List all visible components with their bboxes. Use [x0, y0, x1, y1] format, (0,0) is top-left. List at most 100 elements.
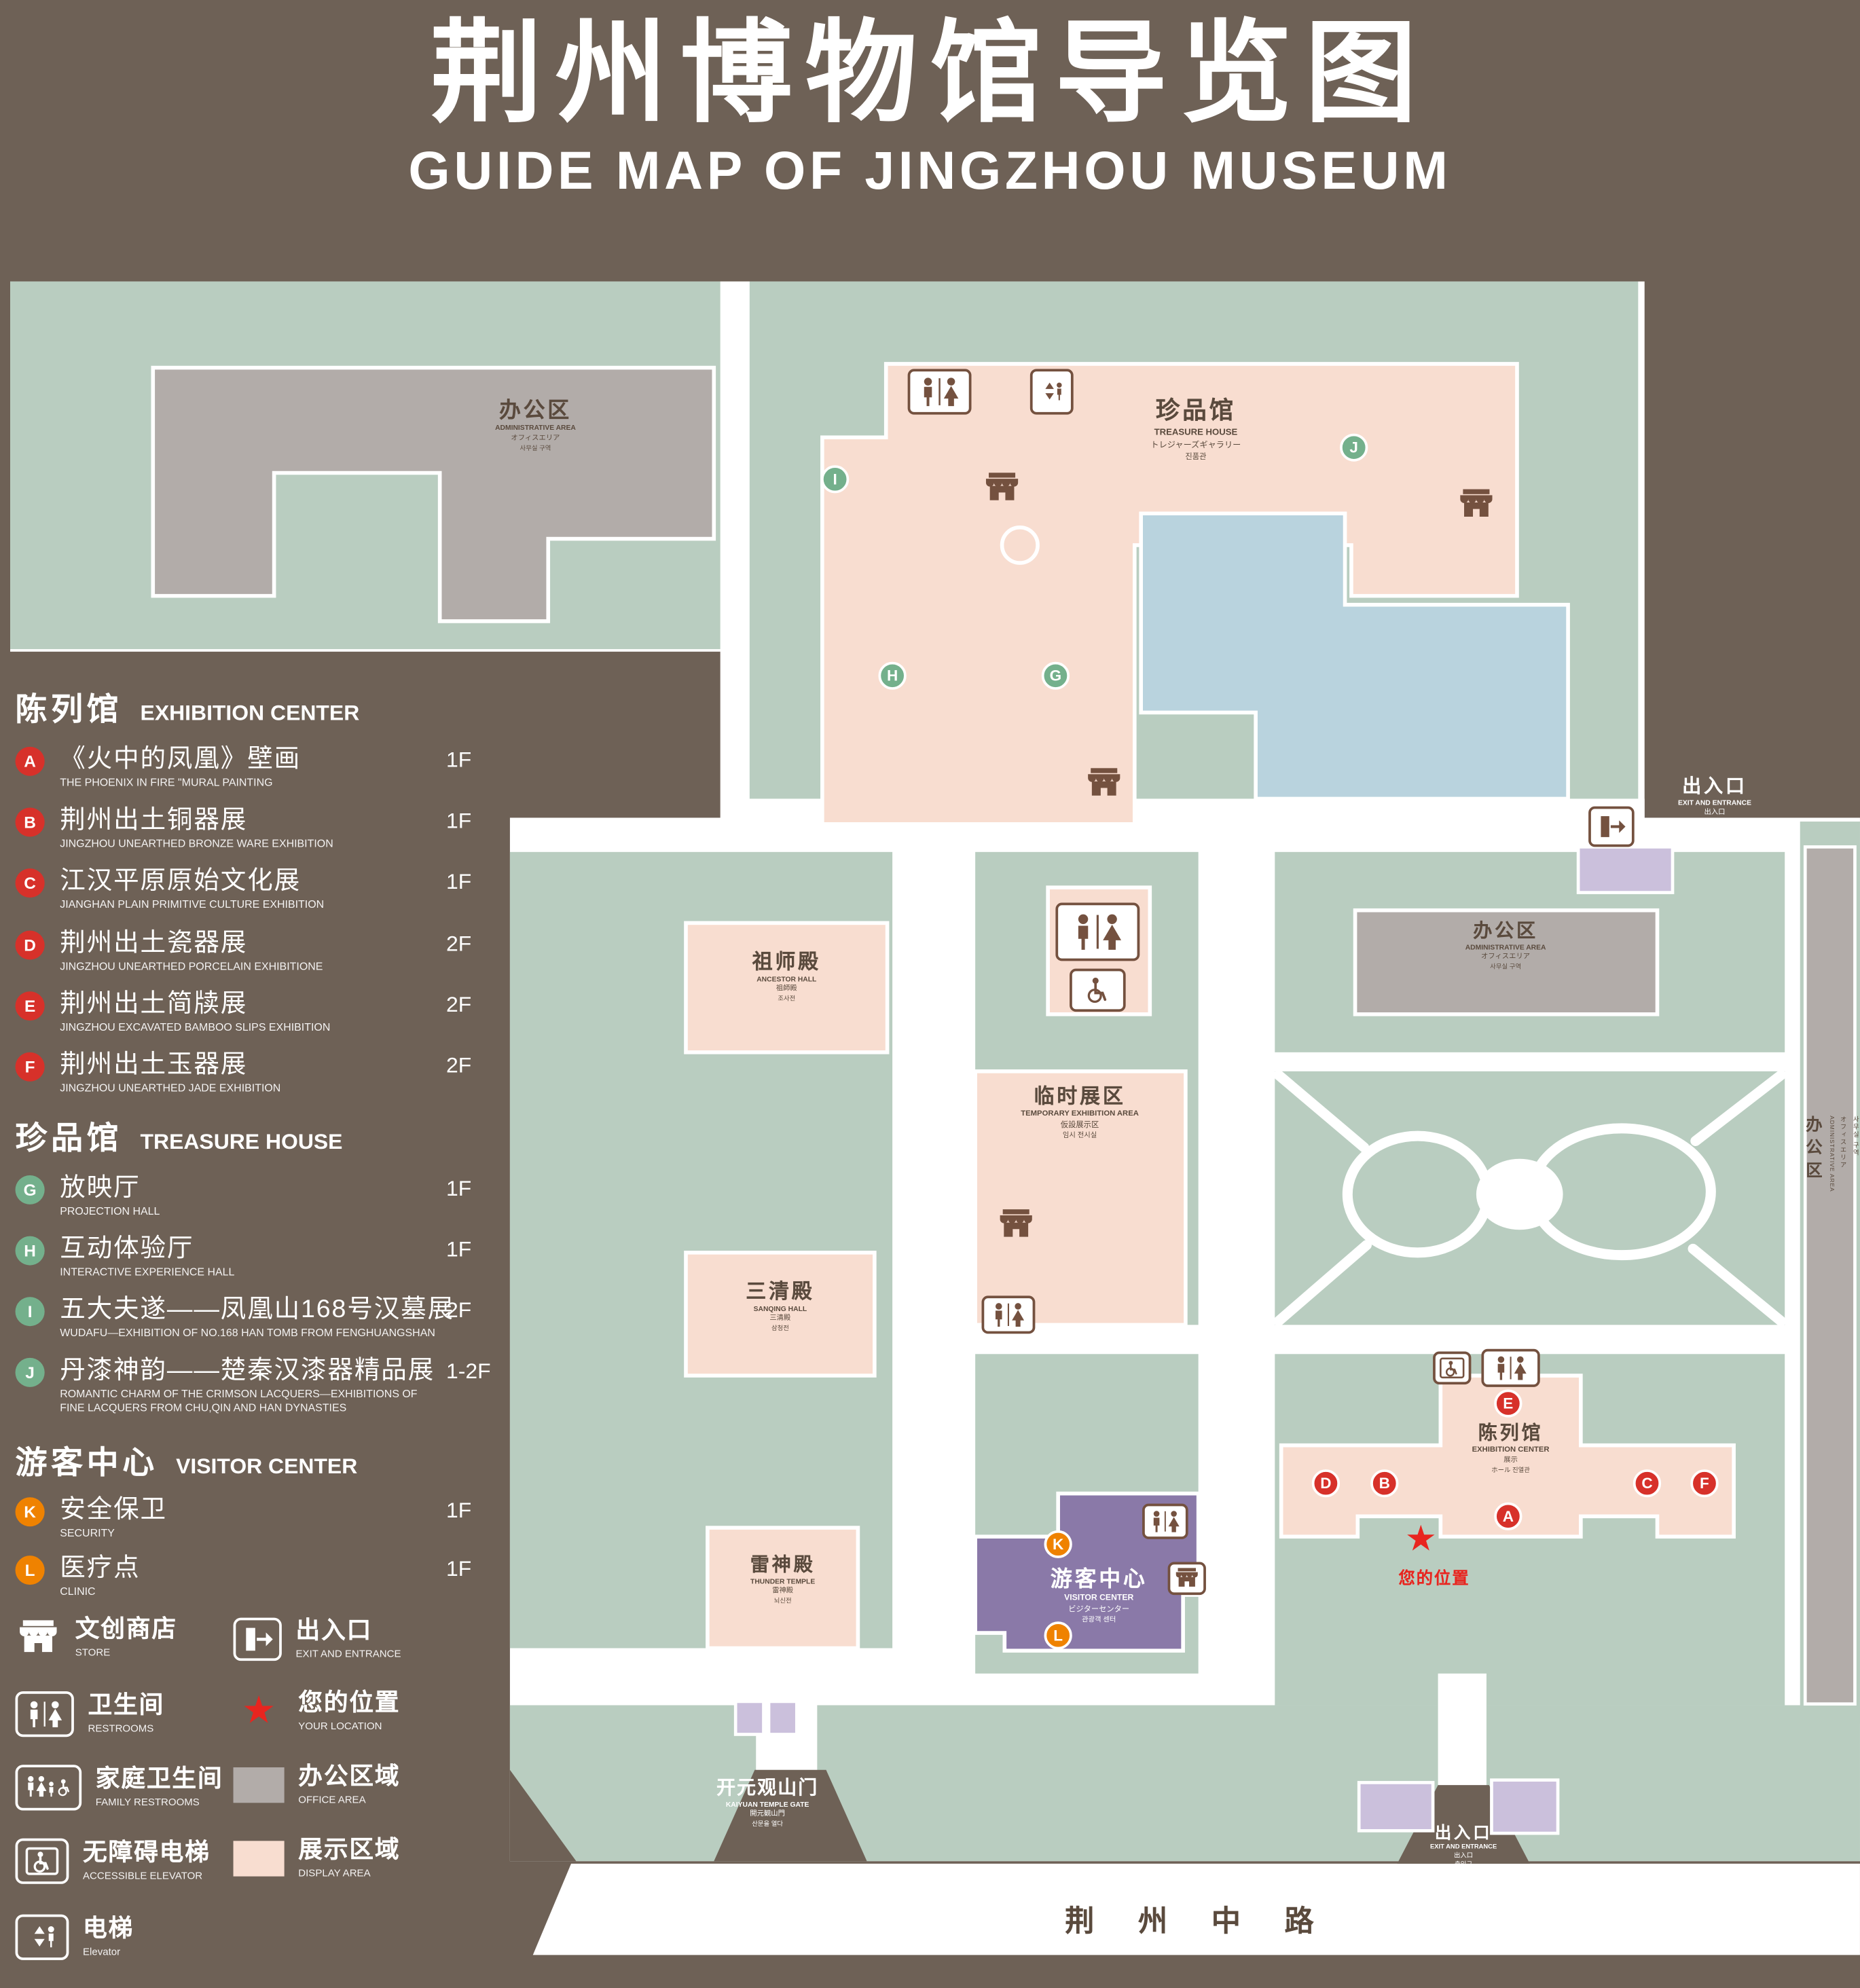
- en-line: ANCESTOR HALL: [756, 976, 817, 984]
- restroom-icon: [15, 1691, 74, 1737]
- en-line: ADMINISTRATIVE AREA: [1465, 944, 1546, 953]
- badge-A: A: [15, 746, 45, 776]
- accessible-elevator-icon: [1433, 1351, 1472, 1385]
- item-zh: 荆州出土简牍展: [60, 990, 248, 1018]
- display-area-swatch: [233, 1841, 285, 1877]
- legend-item-I: I 五大夫遂——凤凰山168号汉墓展 WUDAFU—EXHIBITION OF …: [15, 1295, 500, 1340]
- marker-D: D: [1311, 1469, 1341, 1498]
- label-thunder-temple: 雷神殿 THUNDER TEMPLE 雷神殿 뇌신전: [687, 1554, 879, 1606]
- section-title-zh: 陈列馆: [15, 692, 123, 728]
- item-zh: 医疗点: [60, 1554, 141, 1583]
- label-treasure-house: 珍品馆 TREASURE HOUSE トレジャーズギャラリー 진품관: [1055, 398, 1336, 462]
- badge-E: E: [15, 991, 45, 1021]
- item-floor: 1F: [446, 1176, 472, 1201]
- symbol-zh: 无障碍电梯: [83, 1839, 211, 1866]
- label-visitor-center: 游客中心 VISITOR CENTER ビジターセンター 관광객 센터: [997, 1567, 1201, 1626]
- item-en: JINGZHOU EXCAVATED BAMBOO SLIPS EXHIBITI…: [60, 1020, 331, 1033]
- item-zh: 荆州出土铜器展: [60, 806, 248, 834]
- legend-item-K: K 安全保卫 SECURITY 1F: [15, 1496, 500, 1541]
- item-floor: 1F: [446, 1557, 472, 1581]
- symbol-en: EXIT AND ENTRANCE: [295, 1648, 401, 1660]
- restroom-icon: [1055, 902, 1140, 961]
- ko-line: ホール 진열관: [1491, 1467, 1530, 1475]
- en-line: EXIT AND ENTRANCE: [1677, 800, 1751, 808]
- legend-symbol-store: 文创商店 STORE: [16, 1616, 177, 1658]
- legend-section-visitor-center: 游客中心 VISITOR CENTER: [16, 1438, 358, 1484]
- restroom-icon: [1481, 1348, 1540, 1387]
- en-line: ADMINISTRATIVE AREA: [1828, 1116, 1836, 1192]
- building-thunder-temple: [706, 1526, 860, 1651]
- restroom-icon: [1142, 1503, 1188, 1539]
- restroom-icon: [907, 369, 972, 415]
- en-line: VISITOR CENTER: [1064, 1594, 1134, 1603]
- marker-B: B: [1370, 1469, 1399, 1498]
- ko-line: 관광객 센터: [1082, 1616, 1116, 1624]
- building-exhibition-center: [1279, 1374, 1736, 1539]
- legend-item-C: C 江汉平原原始文化展 JIANGHAN PLAIN PRIMITIVE CUL…: [15, 867, 500, 912]
- zh-line: 临时展区: [1034, 1086, 1126, 1109]
- en-line: EXHIBITION CENTER: [1472, 1446, 1550, 1454]
- family-restroom-icon: [15, 1765, 82, 1811]
- garden-pond: [1476, 1158, 1563, 1230]
- legend-item-B: B 荆州出土铜器展 JINGZHOU UNEARTHED BRONZE WARE…: [15, 806, 500, 851]
- legend-symbol-exit: 出入口 EXIT AND ENTRANCE: [233, 1617, 401, 1661]
- symbol-zh: 电梯: [83, 1915, 134, 1943]
- building-admin-nw: [151, 365, 716, 623]
- ja-line: 祖師殿: [776, 985, 797, 993]
- ko-line: 뇌신전: [773, 1598, 792, 1606]
- ja-line: 出入口: [1454, 1852, 1474, 1860]
- zh-line: 办公区: [1473, 920, 1538, 942]
- label-admin-nw: 办公区 ADMINISTRATIVE AREA オフィスエリア 사무실 구역: [408, 398, 663, 453]
- ja-line: オフィスエリア: [1481, 953, 1531, 961]
- badge-D: D: [15, 930, 45, 960]
- label-sanqing-hall: 三清殿 SANQING HALL 三清殿 삼청전: [678, 1281, 882, 1334]
- en-line: SANQING HALL: [753, 1306, 807, 1314]
- section-title-en: EXHIBITION CENTER: [140, 701, 360, 726]
- pond: [1139, 511, 1570, 801]
- store-icon: [1457, 488, 1495, 521]
- badge-H: H: [15, 1236, 45, 1266]
- badge-L: L: [15, 1556, 45, 1585]
- item-en: ROMANTIC CHARM OF THE CRIMSON LACQUERS—E…: [60, 1386, 418, 1414]
- symbol-zh: 家庭卫生间: [95, 1766, 223, 1793]
- elevator-icon: [15, 1914, 69, 1960]
- zh-line: 祖师殿: [752, 952, 821, 974]
- elevator-icon: [1029, 369, 1074, 415]
- building-admin-east: [1353, 908, 1660, 1016]
- ko-line: 출입구: [1455, 1861, 1473, 1870]
- road-label: 荆 州 中 路: [1065, 1904, 1332, 1938]
- page-title: 荆州博物馆导览图 GUIDE MAP OF JINGZHOU MUSEUM: [0, 10, 1860, 202]
- item-floor: 1F: [446, 809, 472, 833]
- symbol-zh: 您的位置: [298, 1690, 401, 1717]
- ja-line: 仮設展示区: [1060, 1122, 1099, 1130]
- legend-item-J: J 丹漆神韵——楚秦汉漆器精品展 ROMANTIC CHARM OF THE C…: [15, 1357, 500, 1416]
- ja-line: 三清殿: [769, 1315, 791, 1323]
- badge-I: I: [15, 1297, 45, 1327]
- building-admin-far-east: [1803, 845, 1857, 1706]
- ja-line: ビジターセンター: [1068, 1606, 1130, 1615]
- item-en: THE PHOENIX IN FIRE "MURAL PAINTING: [60, 775, 273, 789]
- gate-notch: [714, 1769, 867, 1862]
- marker-K: K: [1044, 1530, 1072, 1558]
- symbol-en: ACCESSIBLE ELEVATOR: [83, 1870, 203, 1881]
- item-en: WUDAFU—EXHIBITION OF NO.168 HAN TOMB FRO…: [60, 1326, 435, 1339]
- item-en: JINGZHOU UNEARTHED PORCELAIN EXHIBITIONE: [60, 959, 323, 973]
- exit-icon: [233, 1617, 282, 1661]
- label-ancestor-hall: 祖师殿 ANCESTOR HALL 祖師殿 조사전: [685, 951, 888, 1004]
- section-title-zh: 游客中心: [15, 1445, 158, 1481]
- marker-C: C: [1633, 1469, 1662, 1498]
- legend-symbol-restroom: 卫生间 RESTROOMS: [15, 1691, 165, 1737]
- symbol-en: Elevator: [83, 1946, 121, 1957]
- zh-line: 陈列馆: [1478, 1422, 1544, 1444]
- legend-symbol-office-area: 办公区域 OFFICE AREA: [233, 1764, 401, 1805]
- legend-symbol-accessible-elevator: 无障碍电梯 ACCESSIBLE ELEVATOR: [15, 1838, 211, 1884]
- section-title-zh: 珍品馆: [15, 1120, 123, 1156]
- south-exit-path: [1438, 1673, 1487, 1788]
- title-zh: 荆州博物馆导览图: [430, 10, 1430, 136]
- ko-line: 사무실 구역: [519, 444, 551, 452]
- ja-line: オフィスエリア: [1839, 1116, 1847, 1169]
- symbol-zh: 文创商店: [75, 1616, 177, 1644]
- your-location-star-icon: ★: [1404, 1519, 1437, 1558]
- restroom-icon: [981, 1295, 1036, 1334]
